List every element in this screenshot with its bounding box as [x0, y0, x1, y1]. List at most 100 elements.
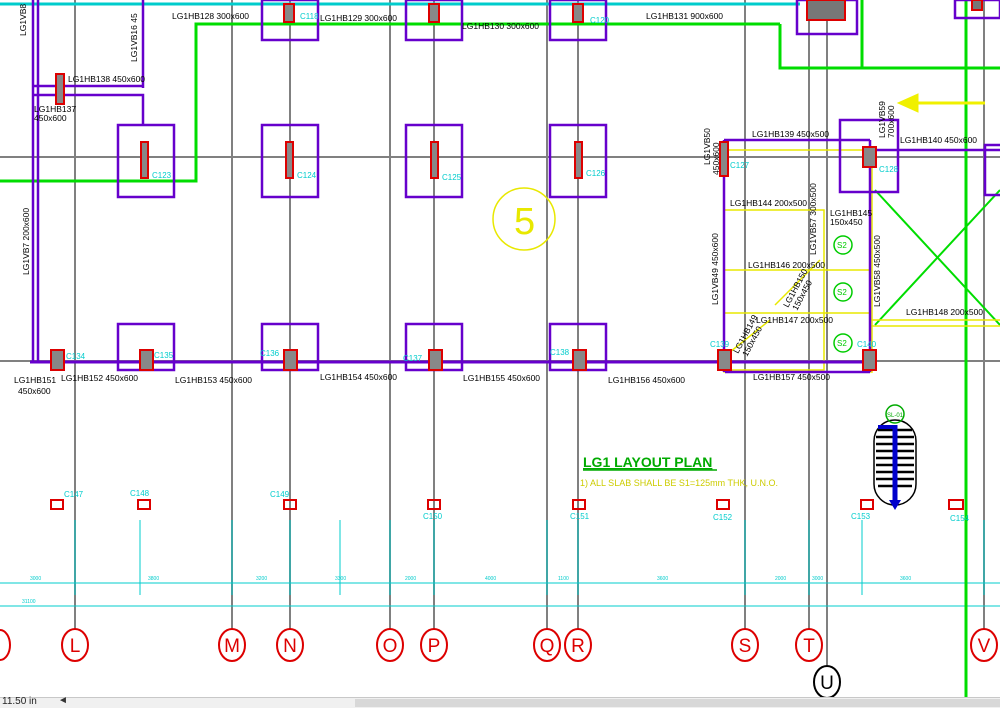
- arrow-head-icon: [896, 93, 919, 113]
- column-label: C127: [730, 161, 750, 170]
- column-C134[interactable]: [50, 349, 65, 371]
- column-C137[interactable]: [428, 349, 443, 371]
- column-label: C139: [710, 340, 730, 349]
- column-label: C120: [590, 16, 610, 25]
- yellow-diag: [774, 259, 821, 306]
- grid-bubble-T[interactable]: [795, 628, 823, 662]
- grid-axis-label: P: [428, 636, 441, 657]
- green-brace-2: [874, 189, 1000, 326]
- dimension-text: 3800: [148, 576, 159, 582]
- column-C127[interactable]: [719, 141, 729, 177]
- column-C148[interactable]: [137, 499, 151, 510]
- grid-bubble-S[interactable]: [731, 628, 759, 662]
- beam-label-vertical: 450x600: [711, 142, 721, 175]
- column-label: C148: [130, 489, 150, 498]
- beam-label: LG1HB151: [14, 375, 56, 385]
- dimension-text: 4000: [485, 576, 496, 582]
- dimension-text: 3000: [812, 576, 823, 582]
- column-C118[interactable]: [283, 3, 295, 23]
- grid-bubble-partial: [0, 629, 11, 661]
- pile-caps: [116, 0, 608, 372]
- beam-label: 450x600: [18, 386, 51, 396]
- column-label: C152: [713, 513, 733, 522]
- column-C150[interactable]: [427, 499, 441, 510]
- column-C149[interactable]: [283, 499, 297, 510]
- column-C151[interactable]: [572, 499, 586, 510]
- beam-label: LG1HB139 450x500: [752, 129, 829, 139]
- column-label: C151: [570, 512, 590, 521]
- pile-cap-C123: [116, 123, 176, 199]
- column-label: C126: [586, 169, 606, 178]
- top-far-right-box: [953, 0, 1000, 20]
- beam-label: LG1HB130 300x600: [462, 21, 539, 31]
- column-top-far-right[interactable]: [971, 0, 983, 11]
- column-label: C136: [260, 349, 280, 358]
- pile-cap-C128: [838, 118, 900, 194]
- status-bar: 11.50 in ◄: [0, 695, 1000, 708]
- column-label: C135: [154, 351, 174, 360]
- grid-bubble-N[interactable]: [276, 628, 304, 662]
- scroll-left-arrow-icon[interactable]: ◄: [58, 695, 68, 706]
- slab-mark-S2-1: [833, 235, 853, 255]
- column-C152[interactable]: [716, 499, 730, 510]
- slab-marks: [833, 235, 853, 353]
- column-label: C137: [403, 354, 423, 363]
- beam-label: LG1HB148 200x500: [906, 307, 983, 317]
- column-C126[interactable]: [574, 141, 583, 179]
- beam-label: LG1HB155 450x600: [463, 373, 540, 383]
- column-C125[interactable]: [430, 141, 439, 179]
- column-C136[interactable]: [283, 349, 298, 371]
- column-C124[interactable]: [285, 141, 294, 179]
- columns: [50, 0, 983, 510]
- beam-label-vertical: 700x600: [886, 105, 896, 138]
- pile-cap-top-1: [260, 0, 320, 42]
- beam-label-vertical: LG1VB8: [18, 4, 28, 36]
- column-C135[interactable]: [139, 349, 154, 371]
- pile-cap-C126: [548, 123, 608, 199]
- column-C128[interactable]: [862, 146, 877, 168]
- column-C147[interactable]: [50, 499, 64, 510]
- column-C154[interactable]: [948, 499, 964, 510]
- column-label: C140: [857, 340, 877, 349]
- dimension-text: 2000: [775, 576, 786, 582]
- grid-bubble-O[interactable]: [376, 628, 404, 662]
- grid-bubble-P[interactable]: [420, 628, 448, 662]
- grid-bubbles: [0, 628, 998, 699]
- column-C138[interactable]: [572, 349, 587, 371]
- grid-bubble-labels: L M N O P Q R S T U V: [70, 636, 991, 694]
- grid-axis-label: N: [283, 636, 297, 657]
- grid-bubble-M[interactable]: [218, 628, 246, 662]
- beam-label: LG1HB146 200x500: [748, 260, 825, 270]
- dimension-text: 3200: [256, 576, 267, 582]
- beam-label-vertical: LG1VB16 45: [129, 13, 139, 62]
- grid-bubble-V[interactable]: [970, 628, 998, 662]
- column-C139[interactable]: [717, 349, 732, 371]
- pile-cap-top-3: [548, 0, 608, 42]
- column-C119[interactable]: [428, 3, 440, 23]
- column-C153[interactable]: [860, 499, 874, 510]
- column-label: C147: [64, 490, 84, 499]
- column-top-right[interactable]: [806, 0, 846, 21]
- grid-lines: [0, 0, 1000, 665]
- zone-number: 5: [514, 201, 535, 243]
- green-pipe-right: [778, 24, 1000, 70]
- grid-bubble-Q[interactable]: [533, 628, 561, 662]
- yellow-arrow: [896, 93, 985, 113]
- horizontal-scrollbar[interactable]: [355, 699, 1000, 707]
- beam-label-vertical: LG1VB58 450x500: [872, 235, 882, 307]
- beam-label: LG1HB138 450x600: [68, 74, 145, 84]
- column-C140[interactable]: [862, 349, 877, 371]
- dimension-text: 3300: [335, 576, 346, 582]
- dimension-labels: 3000 3800 3200 3300 2000 4000 1100 3600 …: [22, 576, 911, 605]
- grid-axis-label: R: [571, 636, 585, 657]
- column-C120[interactable]: [572, 3, 584, 23]
- beam-label: LG1HB153 450x600: [175, 375, 252, 385]
- grid-bubble-L[interactable]: [61, 628, 89, 662]
- column-C123[interactable]: [140, 141, 149, 179]
- dimension-text: 1100: [558, 576, 569, 582]
- grid-bubble-R[interactable]: [564, 628, 592, 662]
- column-HB137[interactable]: [55, 73, 65, 105]
- beam-labels: LG1HB128 300x600 LG1HB129 300x600 LG1HB1…: [14, 4, 983, 396]
